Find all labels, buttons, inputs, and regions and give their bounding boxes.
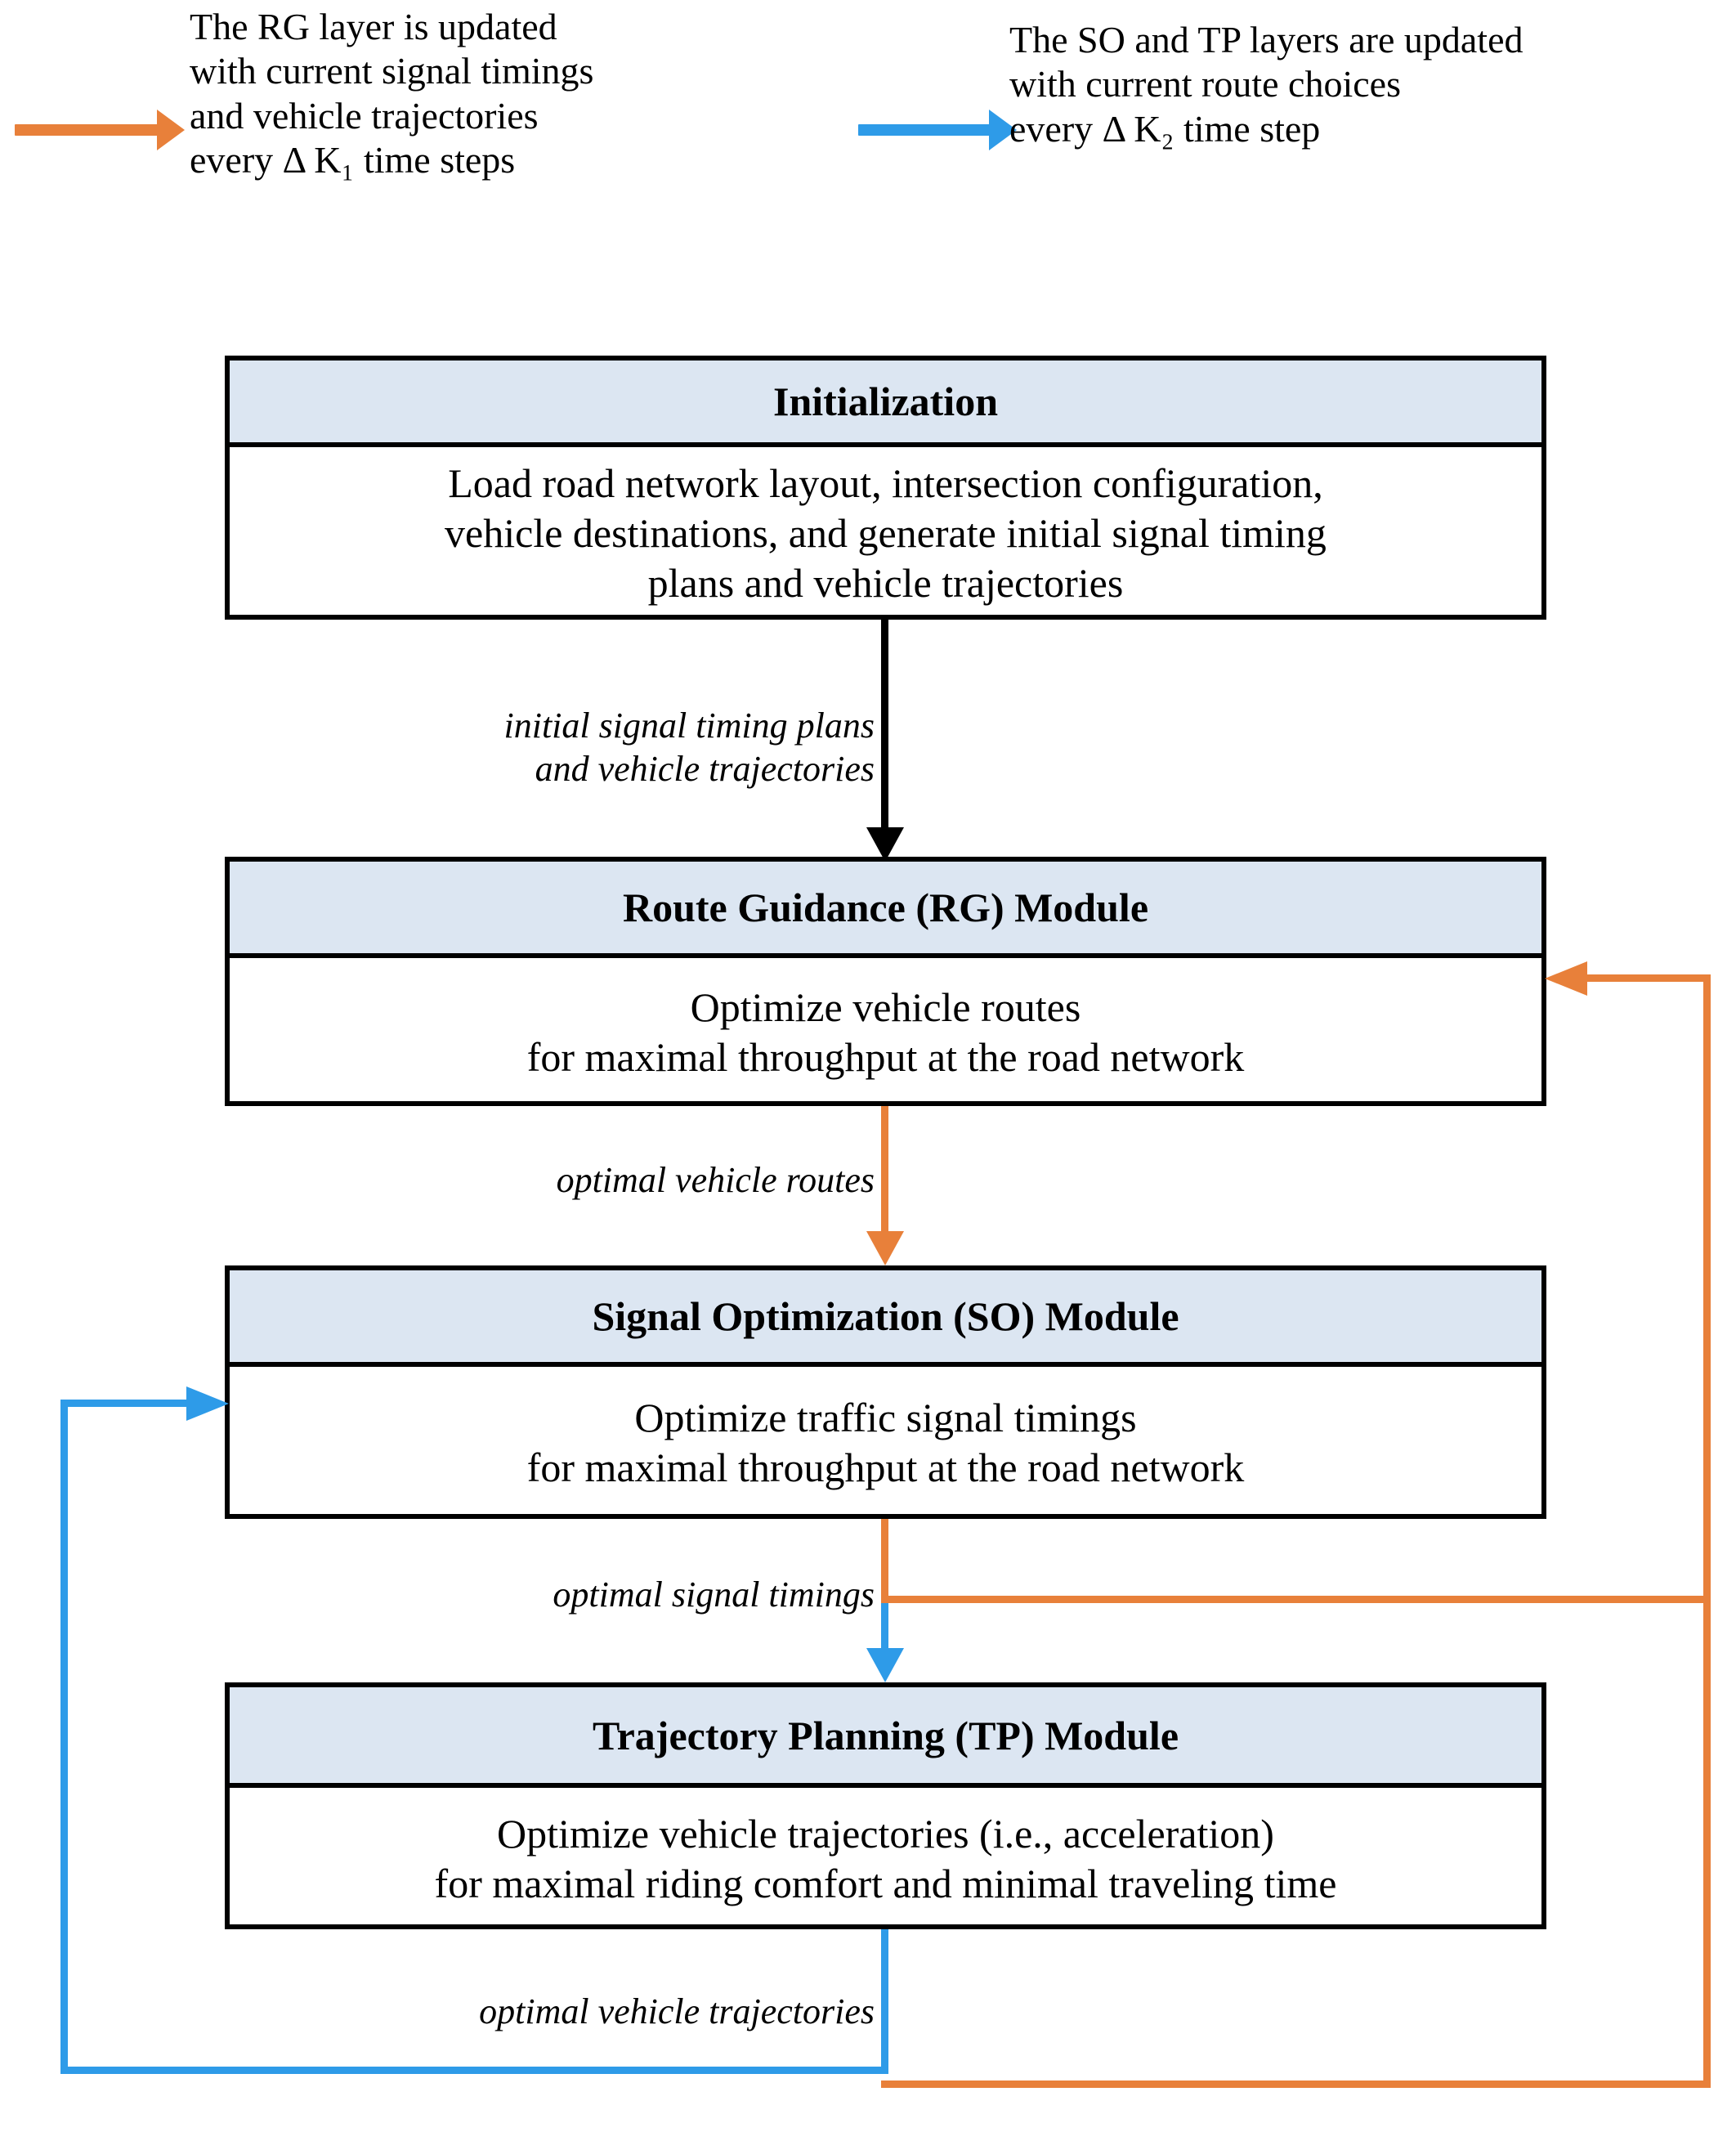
- feedback-orange-arrowhead: [1545, 961, 1587, 996]
- node-initialization-body: Load road network layout, intersection c…: [445, 460, 1327, 606]
- feedback-orange-bottom-run: [881, 2081, 1711, 2088]
- feedback-blue-entry: [60, 1400, 191, 1407]
- feedback-blue-rail: [60, 1400, 68, 2072]
- node-trajectory-planning-title: Trajectory Planning (TP) Module: [230, 1687, 1541, 1788]
- feedback-orange-entry: [1586, 974, 1708, 982]
- node-route-guidance-body: Optimize vehicle routes for maximal thro…: [526, 983, 1245, 1080]
- feedback-orange-rail-upper: [1703, 974, 1711, 1600]
- edge-init-to-rg-shaft: [881, 620, 888, 842]
- legend-right-caption: The SO and TP layers are updated with cu…: [1009, 19, 1523, 150]
- edge-label-rg-to-so: optimal vehicle routes: [556, 1160, 875, 1200]
- node-initialization[interactable]: Initialization Load road network layout,…: [225, 356, 1546, 620]
- legend-left-arrow-shaft: [15, 124, 162, 136]
- feedback-blue-arrowhead: [186, 1386, 229, 1421]
- legend-left-caption: The RG layer is updated with current sig…: [190, 6, 594, 181]
- node-trajectory-planning-body: Optimize vehicle trajectories (i.e., acc…: [434, 1810, 1337, 1906]
- feedback-orange-run-right: [881, 1596, 1711, 1603]
- feedback-blue-drop: [881, 1929, 888, 2074]
- node-route-guidance[interactable]: Route Guidance (RG) Module Optimize vehi…: [225, 857, 1546, 1106]
- edge-label-so-to-tp: optimal signal timings: [553, 1574, 875, 1615]
- edge-so-to-tp-shaft: [881, 1598, 888, 1657]
- node-route-guidance-title: Route Guidance (RG) Module: [230, 862, 1541, 958]
- node-signal-optimization[interactable]: Signal Optimization (SO) Module Optimize…: [225, 1265, 1546, 1519]
- node-signal-optimization-body: Optimize traffic signal timings for maxi…: [526, 1395, 1245, 1490]
- edge-init-to-rg-arrowhead: [866, 827, 904, 862]
- node-trajectory-planning[interactable]: Trajectory Planning (TP) Module Optimize…: [225, 1682, 1546, 1929]
- edge-rg-to-so-arrowhead: [866, 1231, 904, 1265]
- feedback-blue-bottom-run: [60, 2067, 888, 2074]
- edge-label-init-to-rg: initial signal timing plans and vehicle …: [503, 705, 875, 789]
- legend-right-arrow-head: [989, 110, 1017, 150]
- edge-so-to-tp-arrowhead: [866, 1648, 904, 1682]
- feedback-orange-drop: [881, 1519, 888, 1603]
- legend-right-arrow-shaft: [858, 124, 994, 136]
- legend-left-arrow-head: [157, 110, 185, 150]
- node-initialization-title: Initialization: [230, 361, 1541, 447]
- feedback-orange-rail-lower: [1703, 1596, 1711, 2088]
- edge-rg-to-so-shaft: [881, 1106, 888, 1243]
- node-signal-optimization-title: Signal Optimization (SO) Module: [230, 1270, 1541, 1367]
- edge-label-tp-feedback: optimal vehicle trajectories: [479, 1991, 875, 2031]
